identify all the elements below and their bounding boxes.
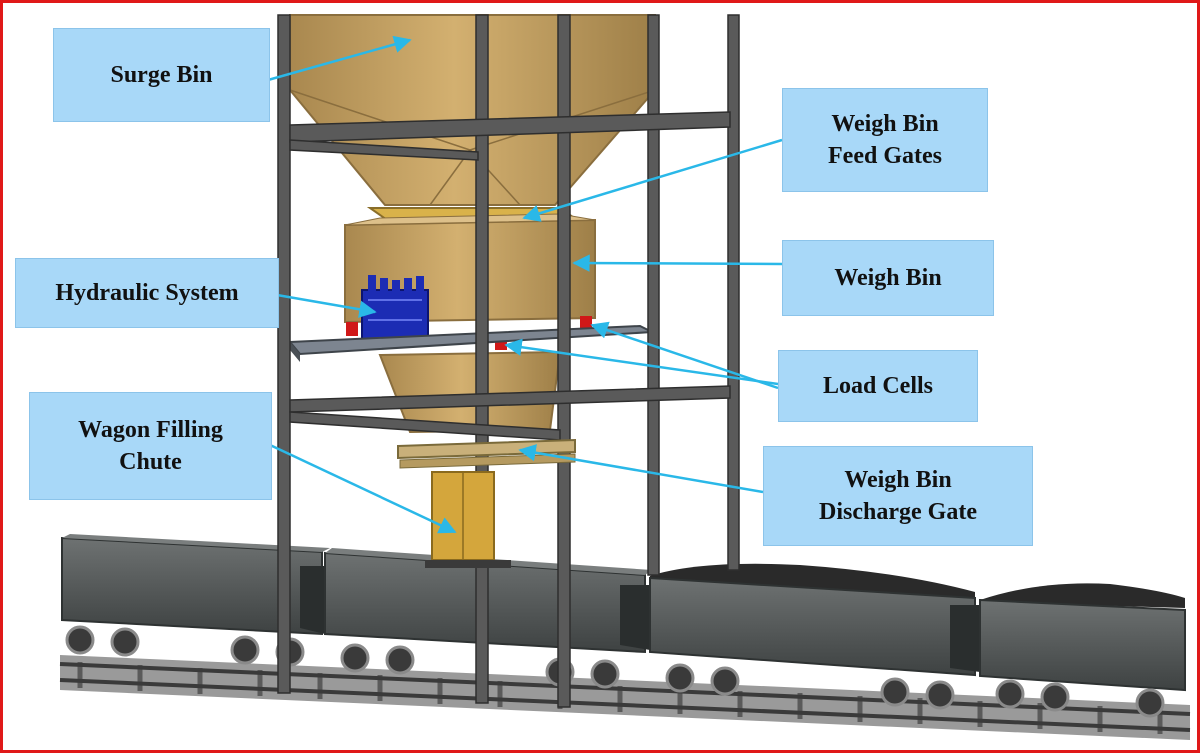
arrow-surge-bin [267, 35, 412, 82]
label-surge-bin: Surge Bin [53, 28, 270, 122]
arrow-feed-gates [522, 138, 783, 222]
callout-arrows [267, 35, 783, 534]
label-hydraulic-system: Hydraulic System [15, 258, 279, 328]
label-load-cells: Load Cells [778, 350, 978, 422]
arrow-wagon-chute [269, 443, 457, 534]
arrow-weigh-bin [572, 254, 783, 272]
label-feed-gates: Weigh Bin Feed Gates [782, 88, 988, 192]
label-wagon-filling-chute: Wagon Filling Chute [29, 392, 272, 500]
label-wagon-filling-chute-text: Wagon Filling Chute [78, 417, 223, 475]
arrow-load-cell-2 [590, 321, 779, 390]
label-feed-gates-text: Weigh Bin Feed Gates [828, 111, 942, 169]
coal-load [650, 563, 975, 598]
arrow-hydraulic-system [276, 293, 377, 318]
label-discharge-gate: Weigh Bin Discharge Gate [763, 446, 1033, 546]
label-weigh-bin: Weigh Bin [782, 240, 994, 316]
label-hydraulic-system-text: Hydraulic System [55, 280, 239, 306]
label-surge-bin-text: Surge Bin [110, 62, 213, 88]
wagon-3 [620, 563, 976, 710]
label-discharge-gate-text: Weigh Bin Discharge Gate [819, 467, 977, 525]
label-load-cells-text: Load Cells [822, 373, 933, 399]
wagon-filling-chute [425, 471, 511, 568]
label-weigh-bin-text: Weigh Bin [834, 265, 942, 291]
steel-structure [277, 14, 740, 708]
arrow-discharge-gate [518, 444, 764, 494]
surge-bin [289, 14, 656, 206]
wagon-4 [950, 583, 1186, 718]
arrow-load-cell-1 [504, 338, 779, 386]
